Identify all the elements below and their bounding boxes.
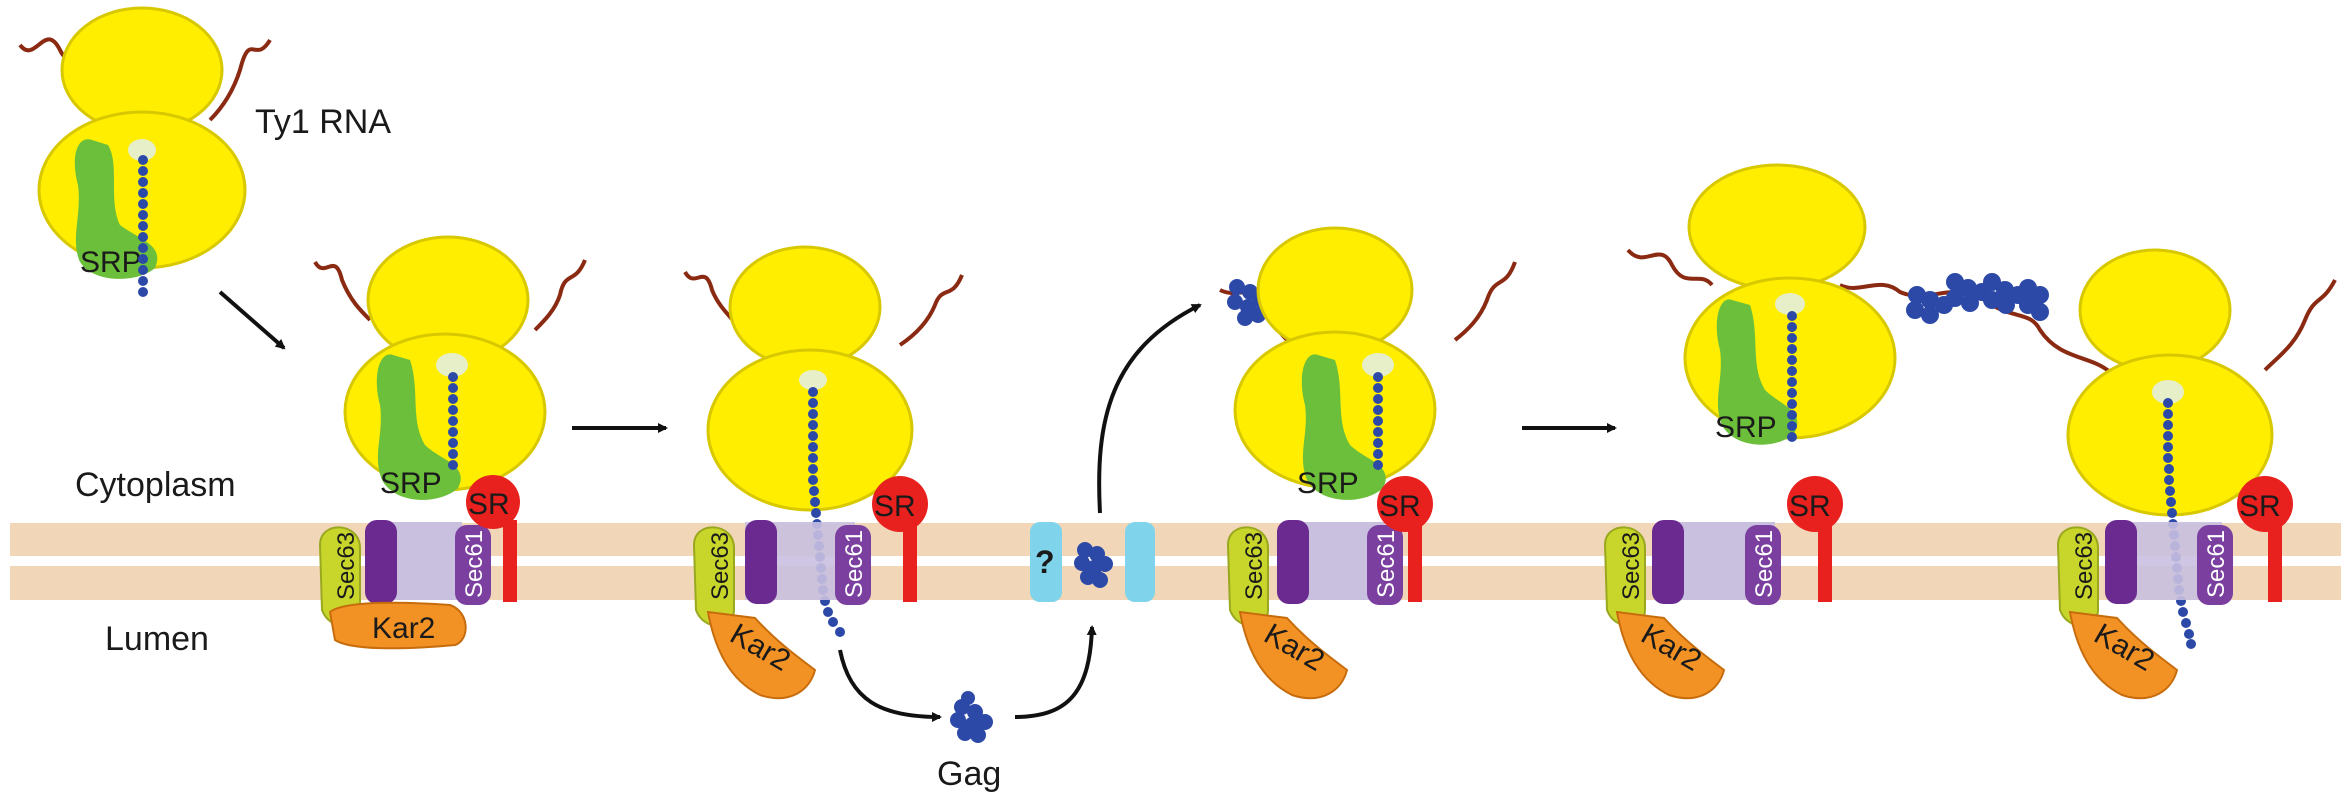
ty1-rna-strand bbox=[1453, 261, 1517, 342]
exit-tunnel bbox=[2152, 380, 2184, 404]
cytoplasm-label: Cytoplasm bbox=[75, 466, 236, 504]
sec63-protein bbox=[1603, 526, 1646, 627]
nascent-peptide bbox=[1787, 311, 1797, 442]
sec61-protein bbox=[835, 525, 871, 605]
sec63-label: Sec63 bbox=[1618, 532, 1645, 600]
kar2-chaperone bbox=[1238, 610, 1349, 700]
sec63-label: Sec63 bbox=[2071, 532, 2098, 600]
sec61-protein bbox=[455, 525, 491, 605]
sec-complex-subunit bbox=[1652, 520, 1684, 604]
sec-complex-subunit bbox=[1277, 520, 1309, 604]
sr-label: SR bbox=[2239, 490, 2281, 523]
unknown-pore: ? bbox=[1030, 522, 1155, 602]
sec-complex-subunit bbox=[2105, 520, 2137, 604]
stage-4-gag-return: SRP Sec63 Sec61 SR Kar2 bbox=[1219, 226, 1517, 700]
sec61-label: Sec61 bbox=[1751, 530, 1778, 598]
ty1-rna-strand bbox=[208, 38, 272, 122]
sr-stalk bbox=[503, 520, 517, 602]
pore-wall-left bbox=[1030, 522, 1062, 602]
sec61-label: Sec61 bbox=[841, 530, 868, 598]
sr-label: SR bbox=[874, 490, 916, 523]
sec63-label: Sec63 bbox=[333, 532, 360, 600]
kar2-chaperone bbox=[2068, 610, 2179, 700]
sr-stalk bbox=[2268, 520, 2282, 602]
gag-in-pore bbox=[1074, 542, 1113, 588]
srp-particle bbox=[1301, 354, 1386, 500]
ty1-rna-strand bbox=[533, 259, 587, 332]
ribosome-small-subunit bbox=[2078, 248, 2232, 372]
stage-1-srp-targeting: SRP Ty1 RNA bbox=[18, 6, 391, 297]
kar2-chaperone bbox=[1615, 610, 1726, 700]
ty1-rna-strand bbox=[1626, 248, 1714, 287]
sr-label: SR bbox=[468, 488, 510, 521]
srp-particle bbox=[1716, 299, 1798, 445]
pore-wall-right bbox=[1125, 522, 1155, 602]
sec61-label: Sec61 bbox=[461, 530, 488, 598]
sr-stalk bbox=[903, 520, 917, 602]
kar2-label: Kar2 bbox=[372, 612, 435, 645]
sec61-protein bbox=[2197, 525, 2233, 605]
srp-label: SRP bbox=[1297, 467, 1359, 500]
sr-receptor bbox=[1787, 476, 1843, 532]
gag-label: Gag bbox=[937, 755, 1001, 793]
ty1-rna-strand bbox=[898, 274, 964, 347]
ribosome-small-subunit bbox=[1687, 163, 1867, 291]
ty1-rna-strand bbox=[2263, 279, 2337, 372]
exit-tunnel bbox=[128, 139, 156, 161]
arrow-pore-to-cytoplasm bbox=[1097, 303, 1202, 514]
stage-2-docking: SRP Sec63 Sec61 SR Kar2 bbox=[313, 235, 587, 650]
gag-protein-lumen bbox=[950, 691, 993, 743]
nascent-peptide bbox=[1373, 372, 1383, 470]
sec61-label: Sec61 bbox=[2203, 530, 2230, 598]
arrow-stage1-to-2 bbox=[218, 290, 286, 350]
exit-tunnel bbox=[1362, 353, 1394, 377]
arrow-gag-to-pore bbox=[1014, 625, 1097, 719]
sec-complex-subunit bbox=[745, 520, 777, 604]
sec63-label: Sec63 bbox=[1241, 532, 1268, 600]
sr-stalk bbox=[1408, 520, 1422, 602]
sec63-protein bbox=[692, 526, 735, 627]
srp-label: SRP bbox=[1715, 411, 1777, 444]
sec61-protein bbox=[1745, 525, 1781, 605]
nascent-peptide bbox=[138, 155, 148, 297]
lumen-label: Lumen bbox=[105, 620, 209, 658]
sec61-label: Sec61 bbox=[1373, 530, 1400, 598]
sec63-label: Sec63 bbox=[707, 532, 734, 600]
sr-label: SR bbox=[1789, 490, 1831, 523]
srp-particle bbox=[74, 139, 158, 279]
ty1-rna-strand bbox=[313, 260, 372, 322]
sec-complex-subunit bbox=[365, 520, 397, 604]
sec63-protein bbox=[2056, 526, 2099, 627]
srp-label: SRP bbox=[380, 467, 442, 500]
nascent-peptide bbox=[448, 372, 458, 470]
ribosome-large-subunit bbox=[706, 348, 914, 512]
stage-5-ribosome-release: SRP Sec63 Sec61 SR Kar2 Sec bbox=[1603, 163, 2337, 700]
kar2-chaperone bbox=[328, 601, 467, 650]
kar2-chaperone bbox=[706, 610, 817, 700]
unknown-label: ? bbox=[1035, 544, 1055, 580]
sr-receptor bbox=[1377, 476, 1433, 532]
sr-stalk bbox=[1818, 520, 1832, 602]
exit-tunnel bbox=[1775, 293, 1805, 315]
sr-receptor bbox=[466, 475, 520, 529]
srp-particle bbox=[376, 354, 461, 500]
gag-cluster bbox=[1906, 273, 2049, 324]
sec61-protein bbox=[1367, 525, 1403, 605]
sr-receptor bbox=[872, 476, 928, 532]
sr-receptor bbox=[2237, 476, 2293, 532]
sec63-protein bbox=[1226, 526, 1269, 627]
arrow-to-gag bbox=[838, 649, 942, 722]
ty1-rna-label: Ty1 RNA bbox=[255, 103, 391, 141]
sr-label: SR bbox=[1379, 490, 1421, 523]
stage-3-translocation: Sec63 Sec61 SR Kar2 bbox=[683, 245, 964, 700]
exit-tunnel bbox=[799, 370, 827, 390]
exit-tunnel bbox=[436, 353, 468, 377]
srp-label: SRP bbox=[80, 246, 142, 279]
